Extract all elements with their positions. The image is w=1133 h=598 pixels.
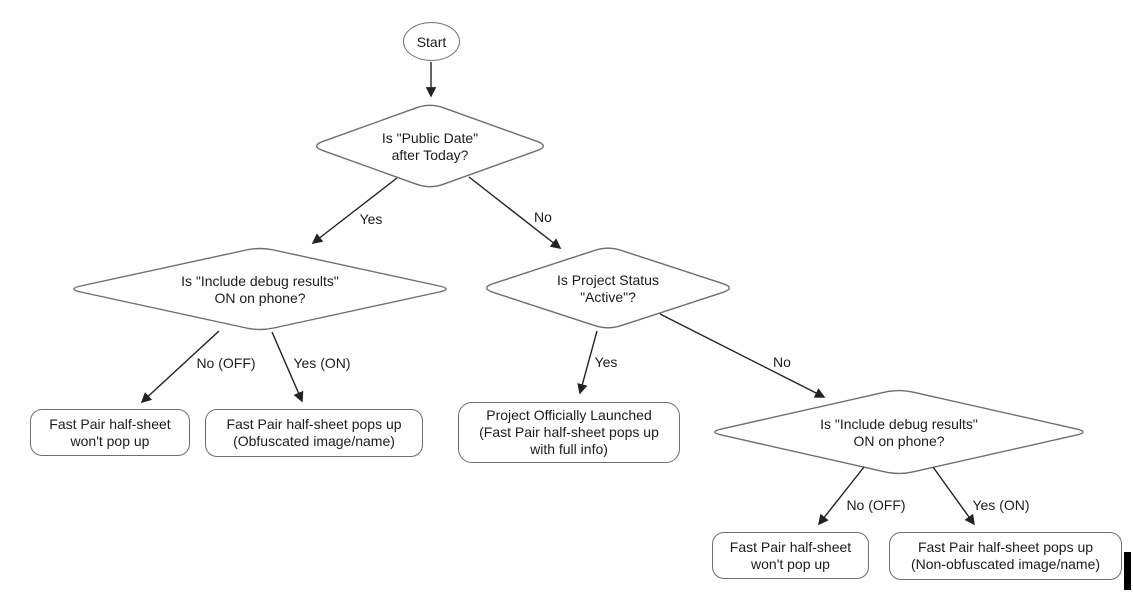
edge-label-status-yes: Yes xyxy=(594,354,618,370)
edge-debug-right-yes xyxy=(932,466,975,526)
outcome-non-obfuscated-line1: Fast Pair half-sheet pops up xyxy=(917,539,1094,555)
decision-public-date-text: Is "Public Date" after Today? xyxy=(382,130,478,164)
edge-status-yes xyxy=(577,330,598,395)
edge-status-no xyxy=(659,313,826,398)
outcome-no-popup-right-line1: Fast Pair half-sheet xyxy=(729,538,852,555)
start-node: Start xyxy=(403,22,460,61)
outcome-launched-line3: with full info) xyxy=(530,441,608,457)
outcome-no-popup-right-box: Fast Pair half-sheet won't pop up xyxy=(712,532,869,579)
decision-public-date-line1: Is "Public Date" xyxy=(381,130,479,146)
edge-debug-right-no xyxy=(818,466,865,526)
outcome-non-obfuscated-line2: (Non-obfuscated image/name) xyxy=(910,556,1101,572)
decision-debug-right-line1: Is "Include debug results" xyxy=(820,416,978,432)
edge-debug-left-yes xyxy=(271,331,304,403)
edge-label-public-date-yes: Yes xyxy=(359,211,383,227)
outcome-no-popup-left-box: Fast Pair half-sheet won't pop up xyxy=(30,409,190,456)
outcome-launched-line1: Project Officially Launched xyxy=(486,407,652,423)
decision-debug-left-shape xyxy=(73,247,447,331)
decision-project-status-text: Is Project Status "Active"? xyxy=(557,272,659,306)
start-node-label: Start xyxy=(416,33,447,50)
edge-label-status-no: No xyxy=(773,354,791,370)
edge-label-debug-right-yes: Yes (ON) xyxy=(972,497,1030,513)
decision-project-status-line2: "Active"? xyxy=(580,289,636,305)
edge-label-debug-right-no: No (OFF) xyxy=(846,497,906,513)
decision-debug-left-text: Is "Include debug results" ON on phone? xyxy=(181,273,339,307)
outcome-launched-box: Project Officially Launched (Fast Pair h… xyxy=(458,402,680,463)
edge-label-public-date-no: No xyxy=(534,209,552,225)
edge-public-date-yes xyxy=(311,177,398,244)
decision-debug-right-shape xyxy=(714,389,1084,475)
outcome-no-popup-left-line2: won't pop up xyxy=(70,432,150,449)
outcome-no-popup-left-line1: Fast Pair half-sheet xyxy=(49,415,171,432)
decision-public-date-shape xyxy=(315,104,545,188)
decision-debug-left-line1: Is "Include debug results" xyxy=(181,273,339,289)
decision-project-status-line1: Is Project Status xyxy=(557,272,659,288)
decision-public-date-line2: after Today? xyxy=(391,147,469,163)
edge-public-date-no xyxy=(468,176,562,249)
text-cursor-artifact xyxy=(1124,552,1131,590)
decision-debug-right-line2: ON on phone? xyxy=(853,433,945,449)
edge-debug-left-no xyxy=(140,330,220,404)
outcome-launched-line2: (Fast Pair half-sheet pops up xyxy=(479,424,659,440)
edge-label-debug-left-no: No (OFF) xyxy=(196,355,256,371)
edge-label-debug-left-yes: Yes (ON) xyxy=(293,355,351,371)
outcome-no-popup-right-line2: won't pop up xyxy=(751,555,830,572)
outcome-obfuscated-line2: (Obfuscated image/name) xyxy=(233,433,395,449)
outcome-obfuscated-box: Fast Pair half-sheet pops up (Obfuscated… xyxy=(205,409,423,457)
outcome-non-obfuscated-box: Fast Pair half-sheet pops up (Non-obfusc… xyxy=(889,532,1122,580)
decision-debug-right-text: Is "Include debug results" ON on phone? xyxy=(820,416,978,450)
decision-debug-left-line2: ON on phone? xyxy=(214,290,306,306)
decision-project-status-shape xyxy=(485,247,731,329)
outcome-obfuscated-line1: Fast Pair half-sheet pops up xyxy=(226,416,402,432)
